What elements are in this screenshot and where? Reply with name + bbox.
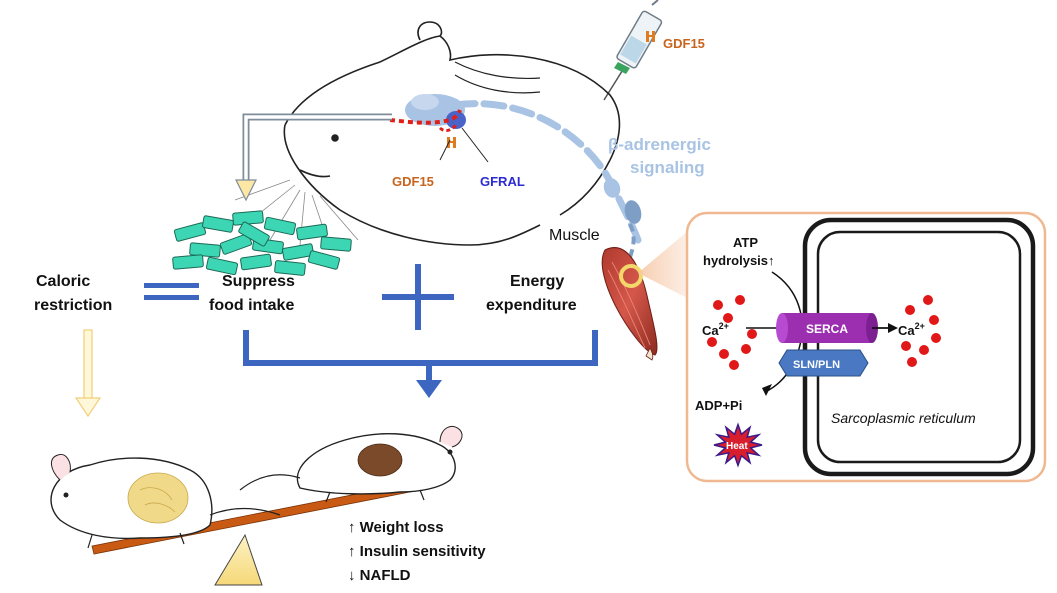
food-pellet (238, 221, 270, 247)
energy-expenditure-label-1: Energy (510, 273, 564, 290)
heat-burst-icon (713, 422, 763, 468)
serca-out-arrowhead (888, 323, 898, 333)
serca-label: SERCA (806, 322, 848, 336)
serca-pump (776, 313, 878, 343)
beta-adrenergic-label-1: β-adrenergic (608, 135, 711, 154)
calcium-ion-dot (931, 333, 941, 343)
gdf15-injection-label: GDF15 (663, 36, 705, 51)
syringe-icon (603, 0, 663, 101)
beta-adrenergic-path (451, 100, 642, 244)
gdf15-pointer (439, 139, 451, 161)
outcome-item: ↑ Insulin sensitivity (348, 543, 486, 560)
calcium-ion-dot (735, 295, 745, 305)
calcium-ion-dot (907, 357, 917, 367)
energy-expenditure-label-2: expenditure (486, 297, 577, 314)
muscle-zoom-circle (619, 264, 643, 288)
sarcoplasmic-inset-panel (685, 211, 1047, 483)
caloric-restriction-label-2: restriction (34, 297, 112, 314)
atp-arrow-head (762, 384, 772, 396)
calcium-dots-sr (901, 295, 941, 367)
calcium-dots-cytosol (707, 295, 757, 370)
brain-to-food-arrow (235, 113, 392, 202)
adp-pi-label: ADP+Pi (695, 398, 742, 413)
suppress-food-intake-label-1: Suppress (222, 273, 295, 290)
equals-sign (144, 283, 199, 300)
calcium-ion-dot (747, 329, 757, 339)
food-pellet (205, 256, 239, 276)
gdf15-brain-label: GDF15 (392, 174, 434, 189)
calcium-ion-dot (719, 349, 729, 359)
mouse-head-illustration (283, 21, 621, 246)
sr-label: Sarcoplasmic reticulum (831, 410, 976, 426)
caloric-restriction-label-1: Caloric (36, 273, 90, 290)
sln-pln-box (778, 349, 869, 377)
food-pellet (189, 242, 221, 258)
calcium-ion-dot (741, 344, 751, 354)
calcium-ion-dot (713, 300, 723, 310)
calcium-left-label: Ca2+ (702, 321, 729, 338)
calcium-right-label: Ca2+ (898, 321, 925, 338)
calcium-ion-dot (923, 295, 933, 305)
calcium-ion-dot (905, 305, 915, 315)
zoom-fan (638, 225, 695, 302)
outcome-item: ↑ Weight loss (348, 519, 444, 536)
calcium-ion-dot (729, 360, 739, 370)
gfral-pointer (461, 127, 489, 163)
calcium-ion-dot (929, 315, 939, 325)
gdf15-path-line-2 (438, 123, 458, 133)
muscle-illustration (601, 247, 658, 361)
atp-label-2: hydrolysis↑ (703, 253, 775, 268)
food-pellets-illustration (172, 210, 352, 276)
atp-hydrolysis-arrow (764, 271, 803, 393)
outcome-item: ↓ NAFLD (348, 567, 411, 584)
food-pellet (172, 254, 204, 270)
food-pellet (173, 222, 207, 242)
beta-adrenergic-label-2: signaling (630, 158, 705, 177)
calcium-ion-dot (723, 313, 733, 323)
food-pellet (296, 223, 328, 241)
gdf15-symbol-icon (646, 31, 655, 42)
fat-mouse-illustration (50, 453, 281, 549)
plus-sign (382, 264, 454, 330)
food-pellet (263, 216, 297, 236)
food-pellet (202, 215, 234, 233)
caloric-down-arrow (74, 329, 102, 418)
heat-label: Heat (726, 441, 748, 452)
lean-mouse-illustration (239, 426, 463, 503)
calcium-ion-dot (901, 341, 911, 351)
atp-label-1: ATP (733, 235, 758, 250)
food-pellet (274, 260, 306, 276)
food-pellet (307, 250, 341, 270)
muscle-label: Muscle (549, 227, 600, 244)
brain-illustration (405, 94, 466, 129)
nerve-nodes (603, 178, 642, 263)
combine-bracket (243, 330, 598, 398)
food-pellet (320, 236, 352, 252)
suppress-food-intake-label-2: food intake (209, 297, 294, 314)
calcium-ion-dot (919, 345, 929, 355)
sr-outer-membrane (802, 217, 1036, 477)
food-pellet (240, 253, 272, 271)
gfral-label: GFRAL (480, 174, 525, 189)
sln-pln-label: SLN/PLN (793, 359, 840, 371)
sr-inner-membrane (816, 230, 1022, 464)
food-pellet (282, 243, 314, 261)
calcium-ion-dot (707, 337, 717, 347)
outcome-list: ↑ Weight loss ↑ Insulin sensitivity ↓ NAFL… (348, 519, 486, 584)
